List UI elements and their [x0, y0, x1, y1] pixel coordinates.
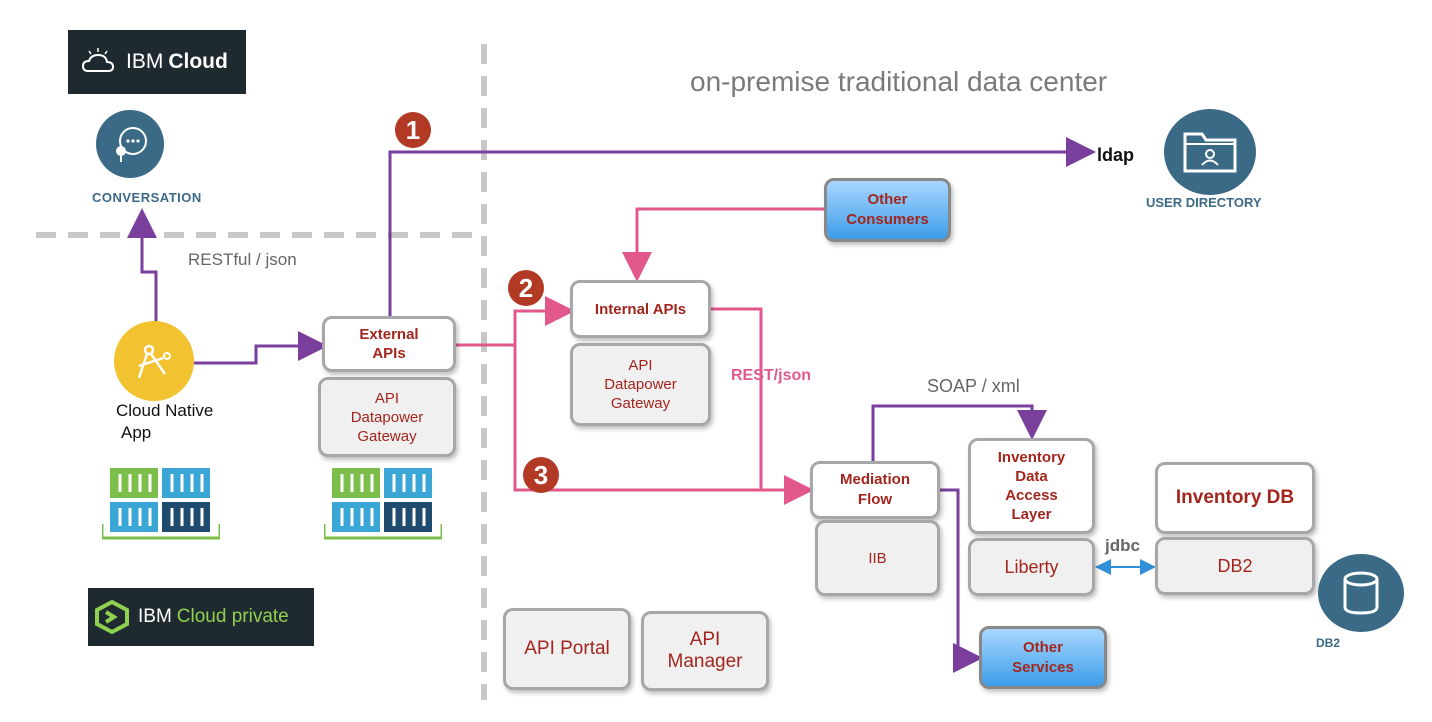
external-api-gateway-node: API Datapower Gateway: [318, 377, 456, 457]
on-premise-title: on-premise traditional data center: [690, 66, 1108, 97]
inventory-dal-line-4: Layer: [1011, 506, 1052, 523]
mediation-flow-node: Mediation Flow: [810, 461, 940, 519]
step-badge-1: 1: [395, 112, 431, 148]
ldap-label: ldap: [1097, 145, 1135, 165]
ibm-cloud-logo-text-suffix: Cloud: [168, 50, 228, 73]
cloud-native-app-label-line1: Cloud Native: [116, 401, 214, 420]
ibm-cloud-logo-text-prefix: IBM: [126, 50, 164, 73]
other-consumers-line-1: Other: [867, 191, 908, 208]
soap-xml-label: SOAP / xml: [927, 376, 1020, 396]
wire-app-to-conversation: [127, 208, 158, 322]
wire-external-to-internal: [456, 296, 575, 347]
conversation-icon: [96, 110, 164, 178]
other-services-line-1: Other: [1022, 638, 1063, 656]
other-services-node: Other Services: [979, 626, 1107, 689]
inventory-dal-line-1: Inventory: [997, 449, 1066, 466]
container-stack-icon: [324, 468, 442, 540]
gateway-line-2: Datapower: [350, 408, 424, 426]
iib-node: IIB: [815, 520, 940, 596]
api-manager-line-2: Manager: [667, 651, 743, 672]
wire-mediation-to-services: [938, 488, 983, 673]
other-services-line-2: Services: [1012, 658, 1074, 676]
ibm-cloud-private-text-suffix: Cloud private: [176, 606, 289, 627]
container-stack-icon: [102, 468, 220, 540]
cloud-private-icon: [95, 600, 129, 634]
rest-json-label: REST/json: [731, 367, 812, 384]
other-consumers-line-2: Consumers: [846, 211, 929, 228]
db2-node: DB2: [1155, 537, 1315, 595]
database-icon: [1318, 554, 1404, 632]
cloud-sun-icon: [81, 48, 115, 72]
internal-apis-node: Internal APIs: [570, 280, 711, 338]
gateway-line-1: API: [374, 389, 400, 407]
wire-consumers-to-internal: [622, 207, 824, 282]
gateway-line-3: Gateway: [357, 427, 417, 445]
ibm-cloud-private-text-prefix: IBM: [138, 606, 172, 627]
internal-api-gateway-node: API Datapower Gateway: [570, 343, 711, 426]
jdbc-label: jdbc: [1105, 536, 1140, 555]
inventory-dal-line-2: Data: [1015, 468, 1048, 485]
db2-icon-label: DB2: [1316, 636, 1341, 650]
restful-label: RESTful / json: [188, 250, 297, 269]
inventory-db-node: Inventory DB: [1155, 462, 1315, 534]
step-badge-3: 3: [523, 457, 559, 493]
external-apis-node: External APIs: [322, 316, 456, 372]
inventory-data-access-layer-node: Inventory Data Access Layer: [968, 438, 1095, 534]
liberty-node: Liberty: [968, 538, 1095, 596]
wire-internal-to-mediation: [711, 307, 763, 490]
step-badge-2: 2: [508, 270, 544, 306]
conversation-label: CONVERSATION: [92, 190, 202, 205]
api-manager-line-1: API: [689, 629, 721, 650]
wire-external-to-ldap: [388, 137, 1096, 316]
gateway-line-2: Datapower: [604, 376, 677, 393]
compass-icon: [114, 321, 194, 401]
wire-mediation-to-dal: [871, 404, 1047, 463]
api-manager-node: API Manager: [641, 611, 769, 691]
gateway-line-1: API: [628, 357, 653, 374]
user-directory-label: USER DIRECTORY: [1146, 195, 1262, 210]
inventory-dal-line-3: Access: [1005, 487, 1058, 504]
api-portal-node: API Portal: [503, 608, 631, 690]
gateway-line-3: Gateway: [610, 395, 671, 412]
wire-external-to-mediation: [513, 345, 814, 505]
wire-app-to-external-apis: [194, 331, 328, 365]
other-consumers-node: Other Consumers: [824, 178, 951, 242]
mediation-flow-line-2: Flow: [857, 491, 893, 508]
mediation-flow-line-1: Mediation: [840, 471, 910, 488]
cloud-native-app-label-line2: App: [121, 423, 152, 442]
ibm-cloud-private-logo: IBM Cloud private: [88, 588, 314, 646]
ibm-cloud-logo: IBM Cloud: [68, 30, 246, 94]
folder-user-icon: [1164, 109, 1256, 195]
